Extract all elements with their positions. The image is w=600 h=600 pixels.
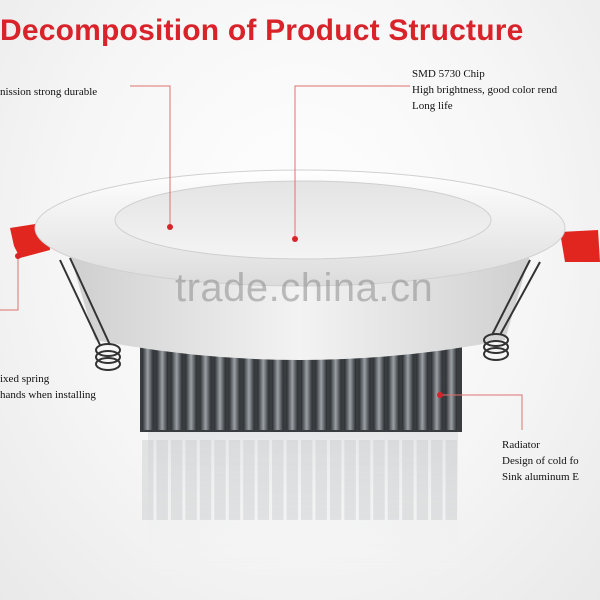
radiator-fin-reflection bbox=[185, 440, 197, 520]
radiator-fin bbox=[315, 342, 327, 430]
radiator-fin-reflection bbox=[286, 440, 298, 520]
radiator-fin-reflection bbox=[142, 440, 154, 520]
radiator-fin-reflection bbox=[387, 440, 400, 520]
annotation-bottom-right: Radiator Design of cold fo Sink aluminum… bbox=[502, 437, 579, 485]
radiator-fin-reflection bbox=[170, 440, 183, 520]
radiator-fin-reflection bbox=[243, 440, 255, 520]
annotation-line: High brightness, good color rend bbox=[412, 84, 558, 96]
radiator-fin-reflection bbox=[214, 440, 226, 520]
radiator-fin-reflection bbox=[199, 440, 212, 520]
radiator-fin bbox=[185, 342, 197, 430]
radiator-fin bbox=[416, 342, 429, 430]
radiator-fin bbox=[329, 342, 342, 430]
radiator-fin bbox=[272, 342, 284, 430]
radiator-fin bbox=[170, 342, 183, 430]
annotation-line: nission strong durable bbox=[0, 86, 98, 98]
radiator-fin-reflection bbox=[315, 440, 327, 520]
radiator-fin-reflection bbox=[329, 440, 342, 520]
radiator-reflection bbox=[142, 430, 458, 580]
radiator-fin bbox=[344, 342, 356, 430]
radiator-fin bbox=[358, 342, 371, 430]
red-clip-right bbox=[560, 230, 600, 262]
radiator-fin bbox=[301, 342, 313, 430]
mounting-spring-left bbox=[59, 257, 121, 371]
annotation-line: SMD 5730 Chip bbox=[412, 68, 485, 80]
radiator-fin bbox=[228, 342, 241, 430]
radiator-fin-reflection bbox=[416, 440, 429, 520]
radiator-fin bbox=[373, 342, 385, 430]
radiator-fin-reflection bbox=[445, 440, 457, 520]
radiator-fin-reflection bbox=[344, 440, 356, 520]
radiator-fin-reflection bbox=[431, 440, 443, 520]
watermark: trade.china.cn bbox=[175, 266, 434, 310]
lamp-body bbox=[70, 255, 530, 360]
annotation-top-left: nission strong durable bbox=[0, 84, 97, 100]
radiator-fin bbox=[286, 342, 298, 430]
annotation-line: Sink aluminum E bbox=[502, 471, 579, 483]
radiator-fin bbox=[445, 342, 457, 430]
radiator-fin-reflection bbox=[272, 440, 284, 520]
radiator-fin bbox=[402, 342, 414, 430]
radiator-fin bbox=[214, 342, 226, 430]
radiator-fin bbox=[243, 342, 255, 430]
radiator-fin-reflection bbox=[257, 440, 270, 520]
radiator-fin bbox=[387, 342, 400, 430]
radiator-fin-reflection bbox=[373, 440, 385, 520]
annotation-line: Radiator bbox=[502, 439, 540, 451]
page-title: Decomposition of Product Structure bbox=[0, 14, 524, 47]
leader-dots bbox=[15, 224, 443, 398]
radiator-fin-reflection bbox=[358, 440, 371, 520]
radiator-fin-reflection bbox=[228, 440, 241, 520]
annotation-top-right: SMD 5730 Chip High brightness, good colo… bbox=[412, 66, 557, 114]
radiator bbox=[140, 340, 462, 432]
annotation-line: Long life bbox=[412, 100, 453, 112]
leader-lines bbox=[0, 85, 523, 430]
annotation-line: hands when installing bbox=[0, 389, 96, 401]
annotation-line: ixed spring bbox=[0, 373, 50, 385]
diffuser-lens bbox=[114, 180, 492, 260]
radiator-fin-reflection bbox=[402, 440, 414, 520]
radiator-fin bbox=[156, 342, 168, 430]
radiator-fin bbox=[431, 342, 443, 430]
annotation-line: Design of cold fo bbox=[502, 455, 579, 467]
radiator-fin bbox=[199, 342, 212, 430]
radiator-fin-reflection bbox=[301, 440, 313, 520]
radiator-fin-reflection bbox=[156, 440, 168, 520]
radiator-fin bbox=[257, 342, 270, 430]
mounting-spring-right bbox=[483, 259, 541, 361]
radiator-fin bbox=[142, 342, 154, 430]
annotation-bottom-left: ixed spring hands when installing bbox=[0, 371, 96, 403]
